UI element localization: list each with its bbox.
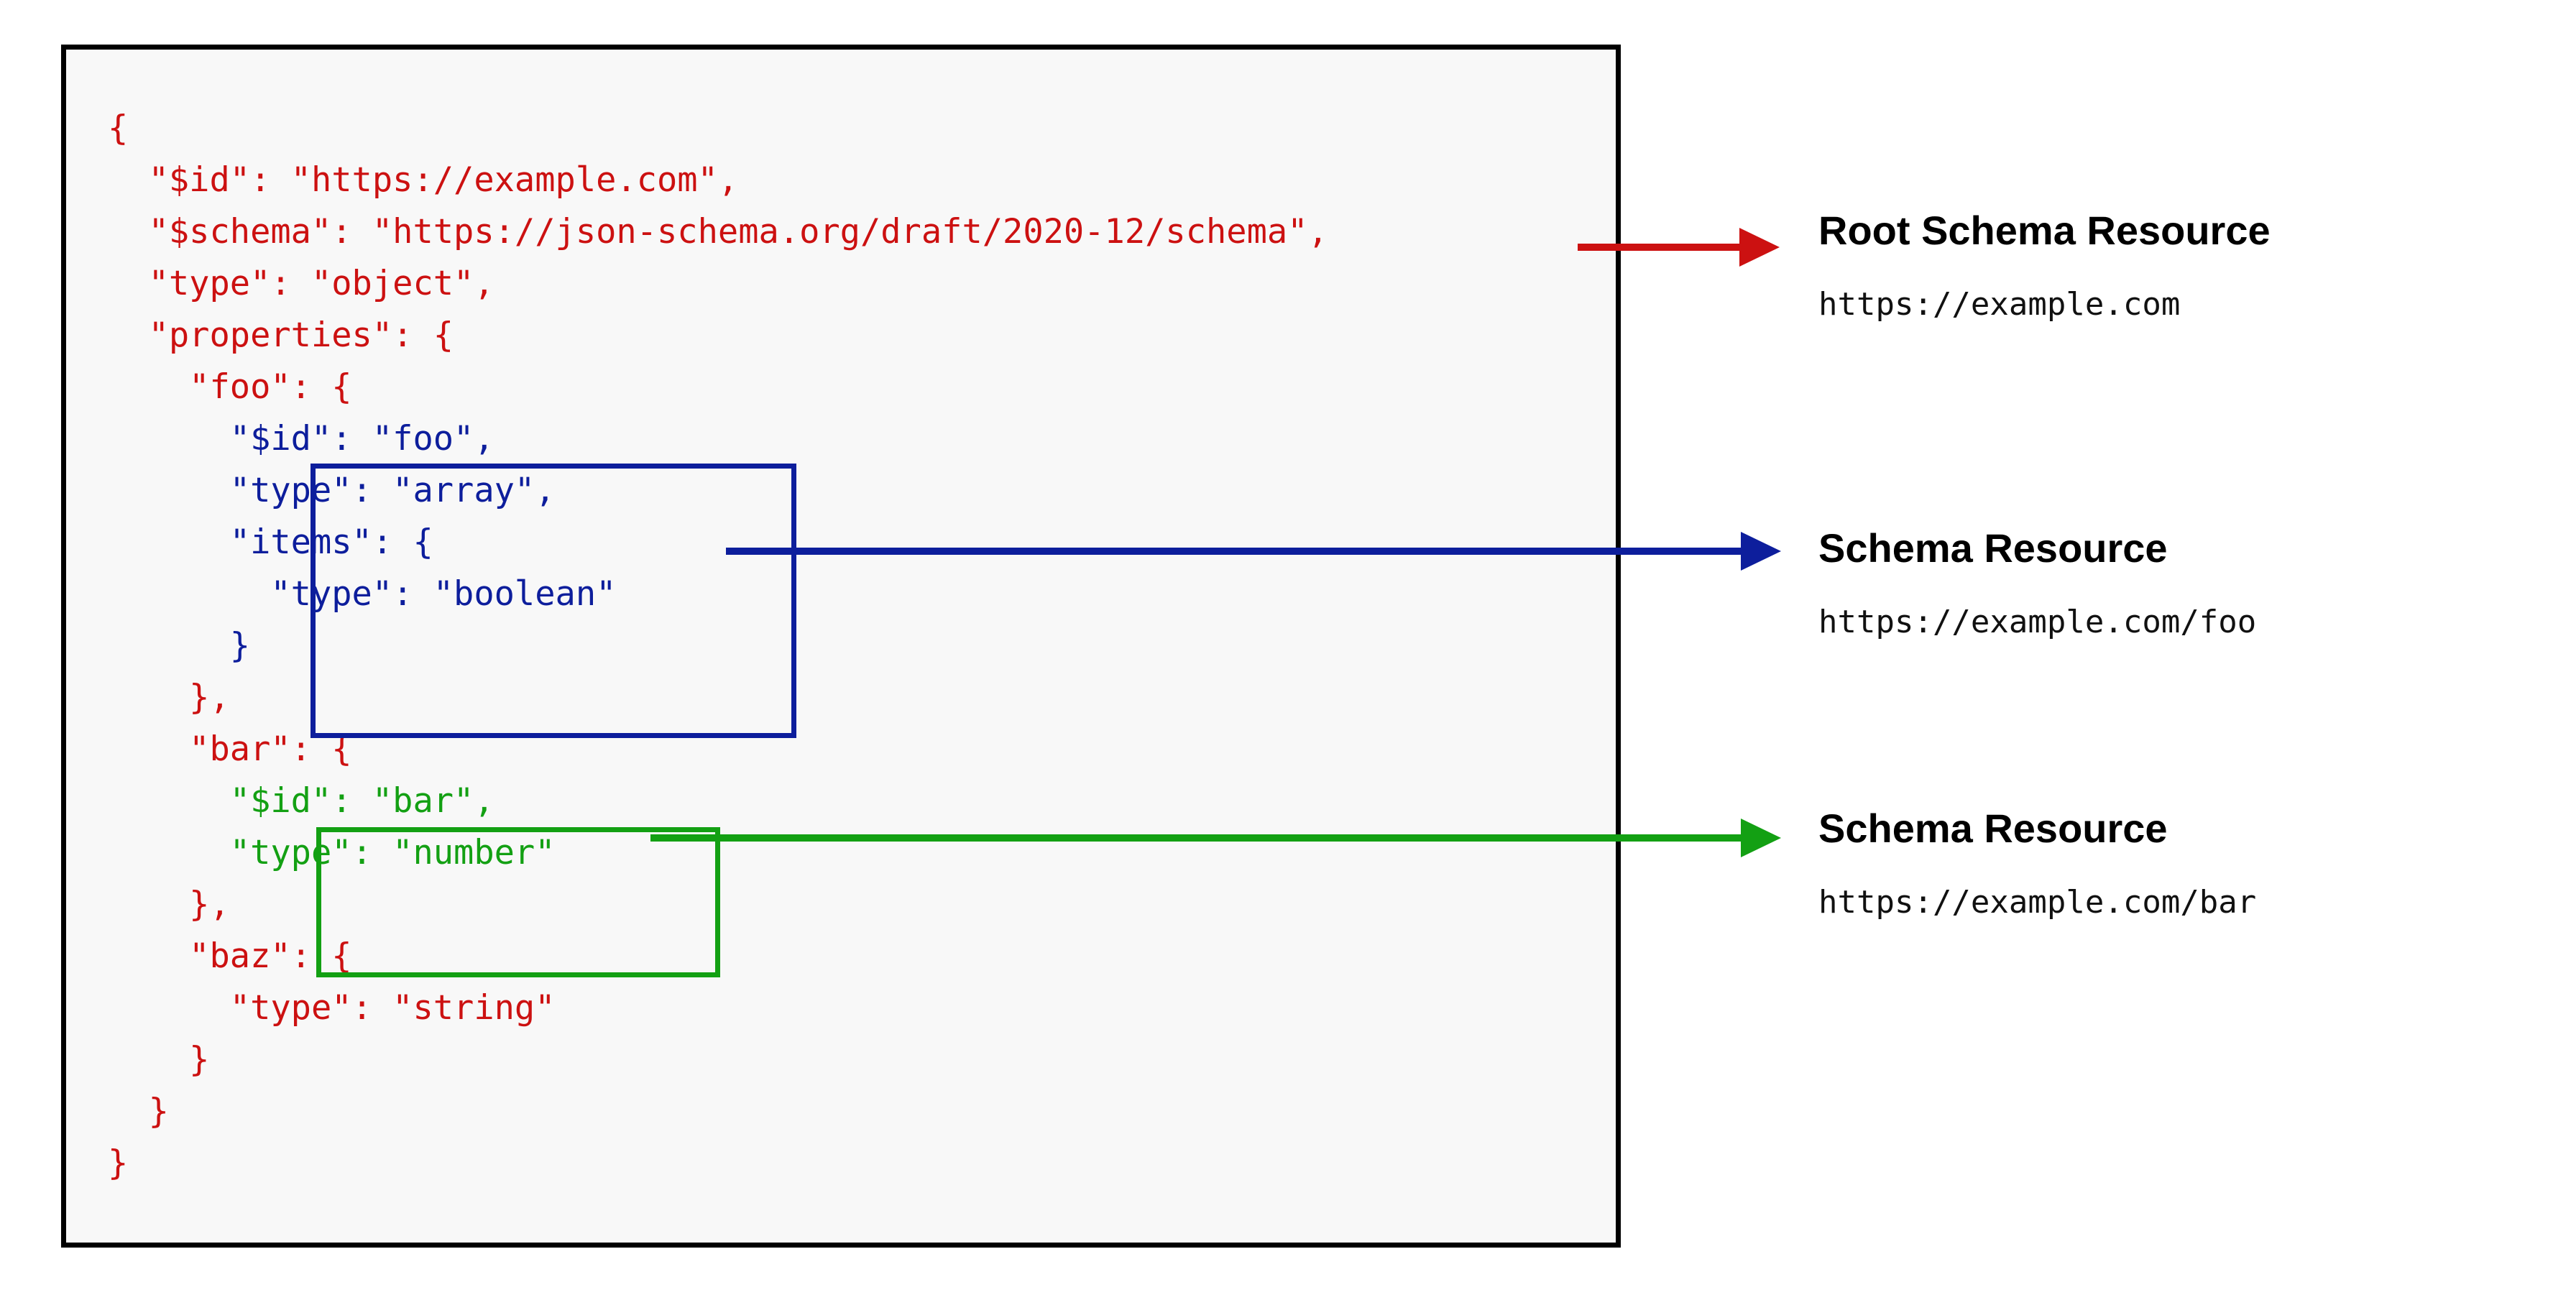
legend-entry-bar-schema: Schema Resource https://example.com/bar <box>1818 805 2256 923</box>
code-line: }, <box>108 678 230 717</box>
json-code-block: { "$id": "https://example.com", "$schema… <box>108 103 1328 1189</box>
root-schema-arrow-head <box>1739 228 1780 267</box>
code-line: "bar": { <box>108 729 352 769</box>
code-line: "baz": { <box>108 936 352 976</box>
code-line: "properties": { <box>108 315 454 355</box>
legend-url: https://example.com/foo <box>1818 604 2257 640</box>
code-line: "type": "object", <box>108 264 494 303</box>
legend-url: https://example.com/bar <box>1818 884 2257 921</box>
legend-title: Schema Resource <box>1818 806 2168 851</box>
legend-entry-root-schema: Root Schema Resource https://example.com <box>1818 207 2271 325</box>
code-line: "$id": "https://example.com", <box>108 160 739 200</box>
code-line: } <box>108 626 251 665</box>
code-line: { <box>108 109 129 148</box>
code-line: "$id": "bar", <box>108 781 494 821</box>
code-line: }, <box>108 885 230 924</box>
code-line: } <box>108 1092 169 1131</box>
code-line: "items": { <box>108 522 433 562</box>
code-line: "foo": { <box>108 367 352 407</box>
code-line: "type": "boolean" <box>108 574 617 614</box>
bar-schema-arrow-head <box>1741 819 1781 857</box>
code-line: "type": "string" <box>108 988 556 1028</box>
code-line: "$id": "foo", <box>108 419 494 458</box>
code-panel: { "$id": "https://example.com", "$schema… <box>61 45 1621 1248</box>
code-line: "type": "number" <box>108 833 556 872</box>
legend-entry-foo-schema: Schema Resource https://example.com/foo <box>1818 525 2256 642</box>
code-line: "$schema": "https://json-schema.org/draf… <box>108 212 1328 252</box>
legend-title: Root Schema Resource <box>1818 208 2271 253</box>
code-line: } <box>108 1143 129 1183</box>
foo-schema-arrow-head <box>1741 532 1781 571</box>
legend-title: Schema Resource <box>1818 525 2168 571</box>
code-line: } <box>108 1040 210 1079</box>
legend-url: https://example.com <box>1818 286 2181 323</box>
code-line: "type": "array", <box>108 471 556 510</box>
